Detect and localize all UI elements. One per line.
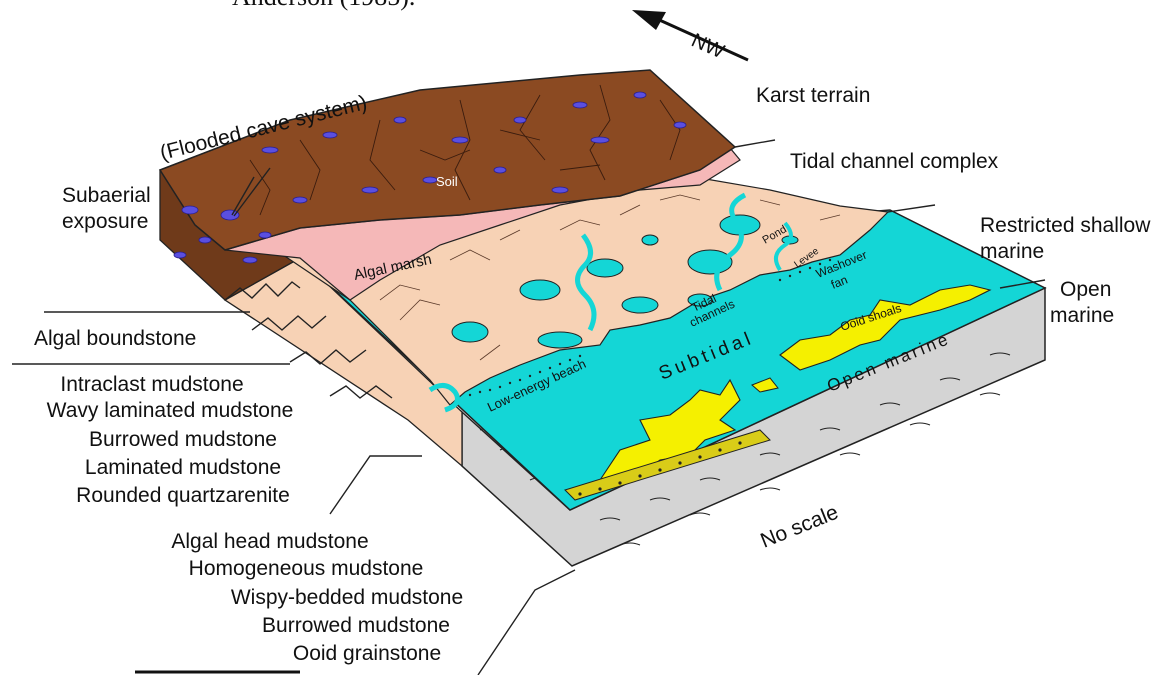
lithology-1-item: Burrowed mudstone bbox=[89, 428, 277, 451]
nw-arrow-icon bbox=[632, 10, 748, 60]
soil-label: Soil bbox=[436, 174, 458, 189]
leader-lithology-2 bbox=[478, 570, 575, 675]
leader-lithology-1-bottom bbox=[330, 456, 422, 514]
lithology-1-item: Wavy laminated mudstone bbox=[47, 399, 294, 422]
leader-karst bbox=[735, 140, 775, 147]
subaerial-label-1: Subaerial bbox=[62, 184, 151, 207]
lithology-2-item: Ooid grainstone bbox=[293, 642, 441, 665]
lithology-1-item: Rounded quartzarenite bbox=[76, 484, 290, 507]
lithology-2-item: Homogeneous mudstone bbox=[189, 557, 424, 580]
lithology-1-item: Intraclast mudstone bbox=[60, 373, 243, 396]
zone-restricted-label-1: Restricted shallow bbox=[980, 214, 1151, 237]
algal-boundstone-label: Algal boundstone bbox=[34, 327, 196, 350]
zone-restricted-label-2: marine bbox=[980, 240, 1044, 263]
lithology-2-item: Algal head mudstone bbox=[171, 530, 368, 553]
zone-open-label-1: Open bbox=[1060, 278, 1111, 301]
lithology-2-item: Burrowed mudstone bbox=[262, 614, 450, 637]
orientation-label: NW bbox=[688, 29, 728, 63]
leader-tidal-complex bbox=[888, 205, 935, 212]
scale-note: No scale bbox=[757, 501, 841, 553]
zone-tidal-complex-label: Tidal channel complex bbox=[790, 150, 999, 173]
lithology-2-item: Wispy-bedded mudstone bbox=[231, 586, 463, 609]
zone-open-label-2: marine bbox=[1050, 304, 1114, 327]
subaerial-label-2: exposure bbox=[62, 210, 148, 233]
lithology-1-item: Laminated mudstone bbox=[85, 456, 281, 479]
zone-karst-label: Karst terrain bbox=[756, 84, 870, 107]
citation-fragment: Anderson (1985). bbox=[232, 0, 415, 11]
